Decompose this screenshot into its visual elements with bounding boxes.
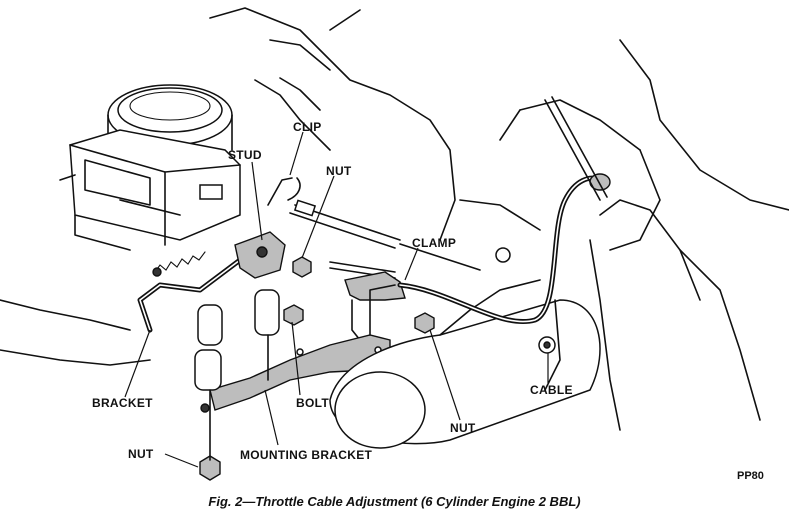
- carburetor: [59, 84, 241, 251]
- label-clamp: CLAMP: [412, 236, 457, 250]
- starter-motor: [329, 247, 601, 449]
- background-engine-outline: [0, 7, 789, 431]
- figure-reference: PP80: [737, 470, 764, 482]
- label-nut-top: NUT: [326, 164, 352, 178]
- carb-mount-studs: [194, 289, 280, 461]
- label-bracket: BRACKET: [92, 396, 153, 410]
- label-nut-right: NUT: [450, 421, 476, 435]
- clamp-part: [344, 271, 406, 341]
- label-nut-bottom: NUT: [128, 447, 154, 461]
- return-spring: [152, 251, 206, 277]
- label-bolt: BOLT: [296, 396, 329, 410]
- throttle-linkage: [234, 177, 301, 279]
- label-mounting-bracket: MOUNTING BRACKET: [240, 448, 373, 462]
- leader-lines: [124, 131, 549, 468]
- label-stud: STUD: [228, 148, 262, 162]
- label-clip: CLIP: [293, 120, 322, 134]
- cable-rod: [289, 199, 481, 279]
- throttle-cable: [397, 96, 611, 324]
- label-cable: CABLE: [530, 383, 573, 397]
- figure-caption: Fig. 2—Throttle Cable Adjustment (6 Cyli…: [208, 494, 581, 509]
